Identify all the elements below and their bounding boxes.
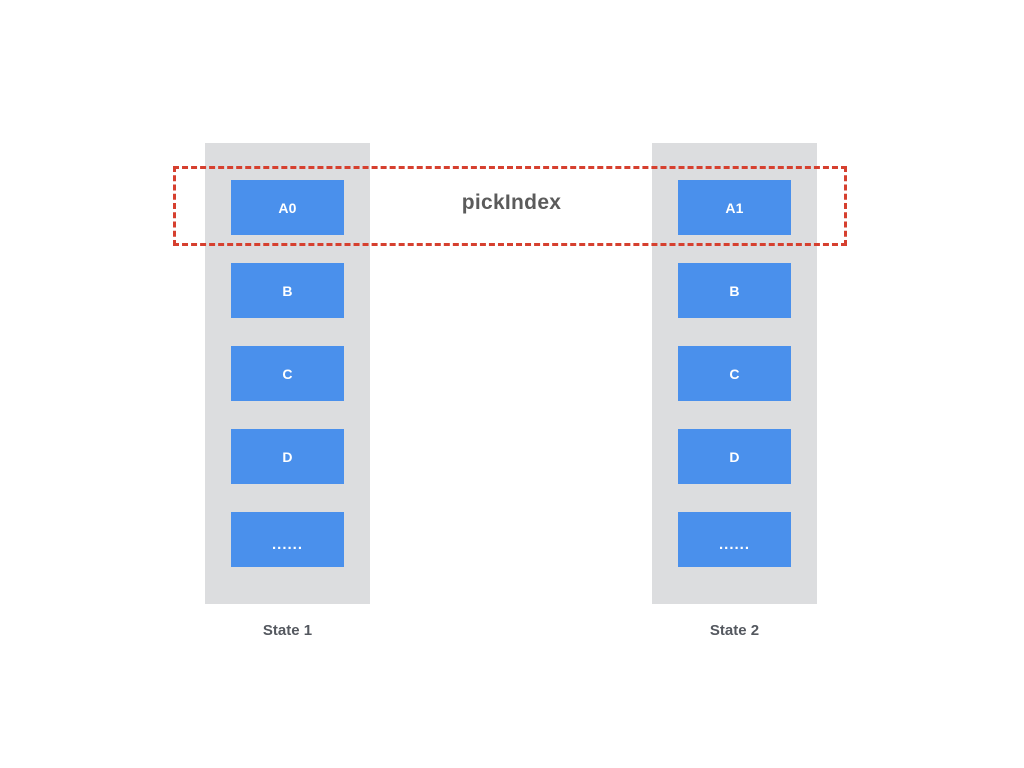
stack-state-1-slot-2[interactable]: C	[231, 346, 344, 401]
stack-state-2: A1 B C D ......	[652, 143, 817, 604]
stack-state-2-slot-2[interactable]: C	[678, 346, 791, 401]
stack-state-1-slot-ellipsis[interactable]: ......	[231, 512, 344, 567]
operation-label: pickIndex	[461, 191, 562, 214]
stack-state-2-slot-3[interactable]: D	[678, 429, 791, 484]
stack-state-1-caption: State 1	[262, 622, 313, 639]
stack-state-1: A0 B C D ......	[205, 143, 370, 604]
stack-state-2-slot-1[interactable]: B	[678, 263, 791, 318]
stack-state-2-caption: State 2	[709, 622, 760, 639]
stack-state-2-slot-ellipsis[interactable]: ......	[678, 512, 791, 567]
stack-state-2-slot-0[interactable]: A1	[678, 180, 791, 235]
stack-state-1-slot-3[interactable]: D	[231, 429, 344, 484]
stack-state-1-slot-1[interactable]: B	[231, 263, 344, 318]
stack-state-1-slot-0[interactable]: A0	[231, 180, 344, 235]
